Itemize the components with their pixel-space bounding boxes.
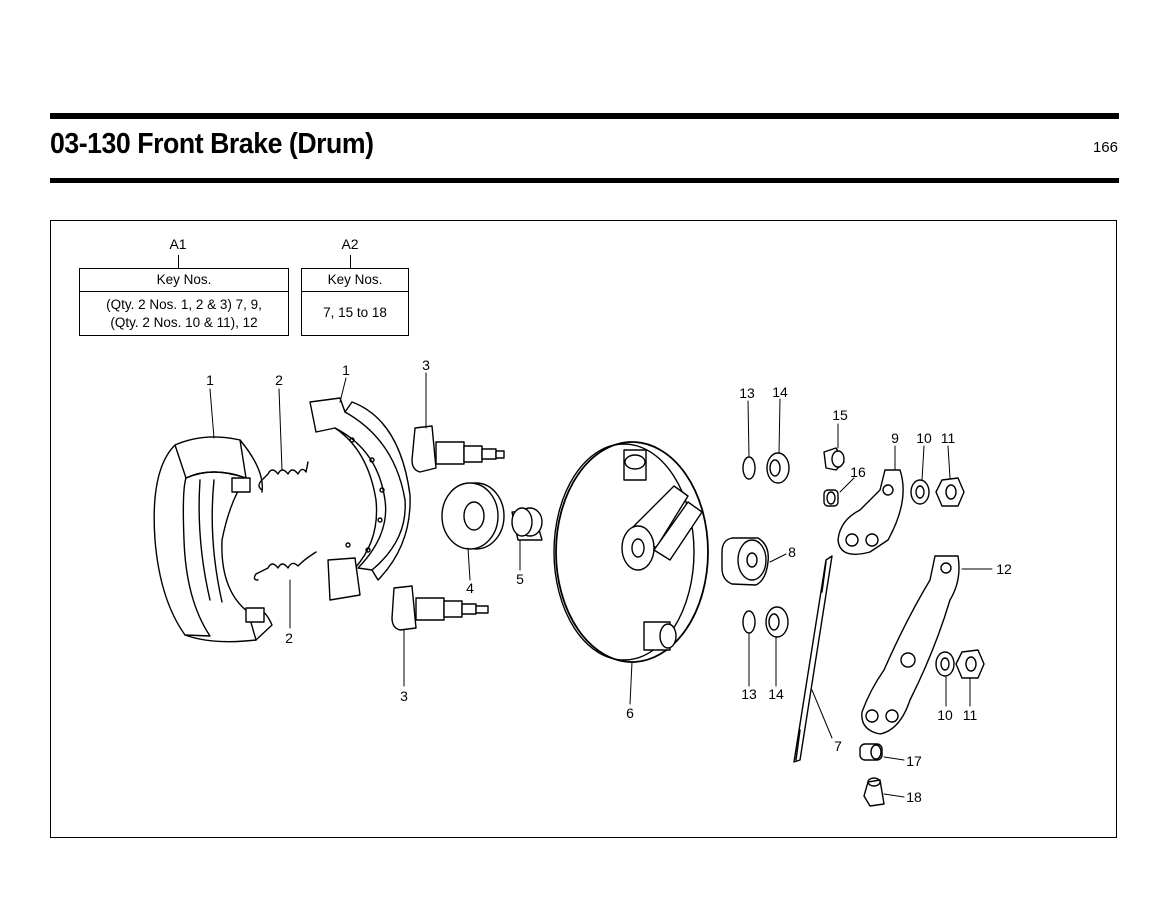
connecting-rod: [793, 555, 833, 763]
callout-3b: 3: [400, 688, 408, 704]
callout-16: 16: [850, 464, 866, 480]
brake-shoe-right: [309, 397, 411, 601]
callout-9: 9: [891, 430, 899, 446]
key-table-a1-header: Key Nos.: [80, 269, 288, 292]
lever-bush-lower: [859, 743, 883, 761]
assembly-label-a1: A1: [169, 236, 187, 252]
spindle-nut: [721, 537, 769, 586]
assembly-label-a2: A2: [341, 236, 359, 252]
key-table-a2-body: 7, 15 to 18: [302, 292, 408, 322]
cam-lever-short: [837, 469, 904, 555]
leader-lines: [209, 372, 993, 798]
header-rule-top: [50, 113, 1119, 119]
callout-2b: 2: [285, 630, 293, 646]
callout-2a: 2: [275, 372, 283, 388]
brake-cam-upper: [411, 425, 505, 473]
callout-17: 17: [906, 753, 922, 769]
callout-1b: 1: [342, 362, 350, 378]
callout-13a: 13: [739, 385, 755, 401]
header-rule-bottom: [50, 178, 1119, 183]
hex-nut-upper: [935, 477, 965, 507]
callout-1a: 1: [206, 372, 214, 388]
brake-shoe-left: [153, 436, 273, 643]
adjuster-nipple-lower: [863, 777, 885, 807]
seal-washer-lower: [765, 606, 789, 638]
callout-11a: 11: [941, 430, 956, 446]
brake-plate: [553, 441, 709, 663]
callout-14b: 14: [768, 686, 784, 702]
callout-7: 7: [834, 738, 842, 754]
spring-washer-lower: [935, 651, 955, 677]
key-table-a1-body: (Qty. 2 Nos. 1, 2 & 3) 7, 9, (Qty. 2 Nos…: [80, 292, 288, 332]
callout-5: 5: [516, 571, 524, 587]
key-table-a2: Key Nos. 7, 15 to 18: [301, 268, 409, 336]
callout-6: 6: [626, 705, 634, 721]
callout-14a: 14: [772, 384, 788, 400]
callout-12: 12: [996, 561, 1012, 577]
felt-washer: [441, 482, 505, 550]
lever-bush-upper: [823, 489, 839, 507]
assembly-tick-a2: [350, 255, 351, 269]
o-ring-lower: [742, 610, 756, 634]
callout-15: 15: [832, 407, 848, 423]
page-number: 166: [1092, 139, 1118, 156]
callout-4: 4: [466, 580, 474, 596]
key-table-a2-header: Key Nos.: [302, 269, 408, 292]
callout-8: 8: [788, 544, 796, 560]
cam-lever-long: [861, 555, 960, 735]
cam-bush: [511, 507, 543, 541]
spring-washer-upper: [910, 479, 930, 505]
callout-18: 18: [906, 789, 922, 805]
return-spring-lower: [253, 551, 317, 581]
seal-washer-upper: [766, 452, 790, 484]
key-table-a1-line-2: (Qty. 2 Nos. 10 & 11), 12: [110, 315, 258, 330]
brake-cam-lower: [391, 585, 489, 631]
o-ring-upper: [742, 456, 756, 480]
hex-nut-lower: [955, 649, 985, 679]
callout-10a: 10: [916, 430, 932, 446]
callout-13b: 13: [741, 686, 757, 702]
return-spring-upper: [258, 461, 309, 491]
callout-3a: 3: [422, 357, 430, 373]
key-table-a2-line-1: 7, 15 to 18: [323, 305, 387, 320]
assembly-tick-a1: [178, 255, 179, 269]
callout-10b: 10: [937, 707, 953, 723]
page-title: 03-130 Front Brake (Drum): [50, 128, 374, 160]
key-table-a1: Key Nos. (Qty. 2 Nos. 1, 2 & 3) 7, 9, (Q…: [79, 268, 289, 336]
callout-labels: 1 2 1 3 2 3 4 5 6 7 8 9 10 11 12 13 14 1…: [206, 357, 1012, 805]
key-table-a1-line-1: (Qty. 2 Nos. 1, 2 & 3) 7, 9,: [106, 297, 262, 312]
adjuster-nipple: [823, 447, 845, 471]
diagram-frame: [50, 220, 1117, 838]
callout-11b: 11: [963, 707, 978, 723]
